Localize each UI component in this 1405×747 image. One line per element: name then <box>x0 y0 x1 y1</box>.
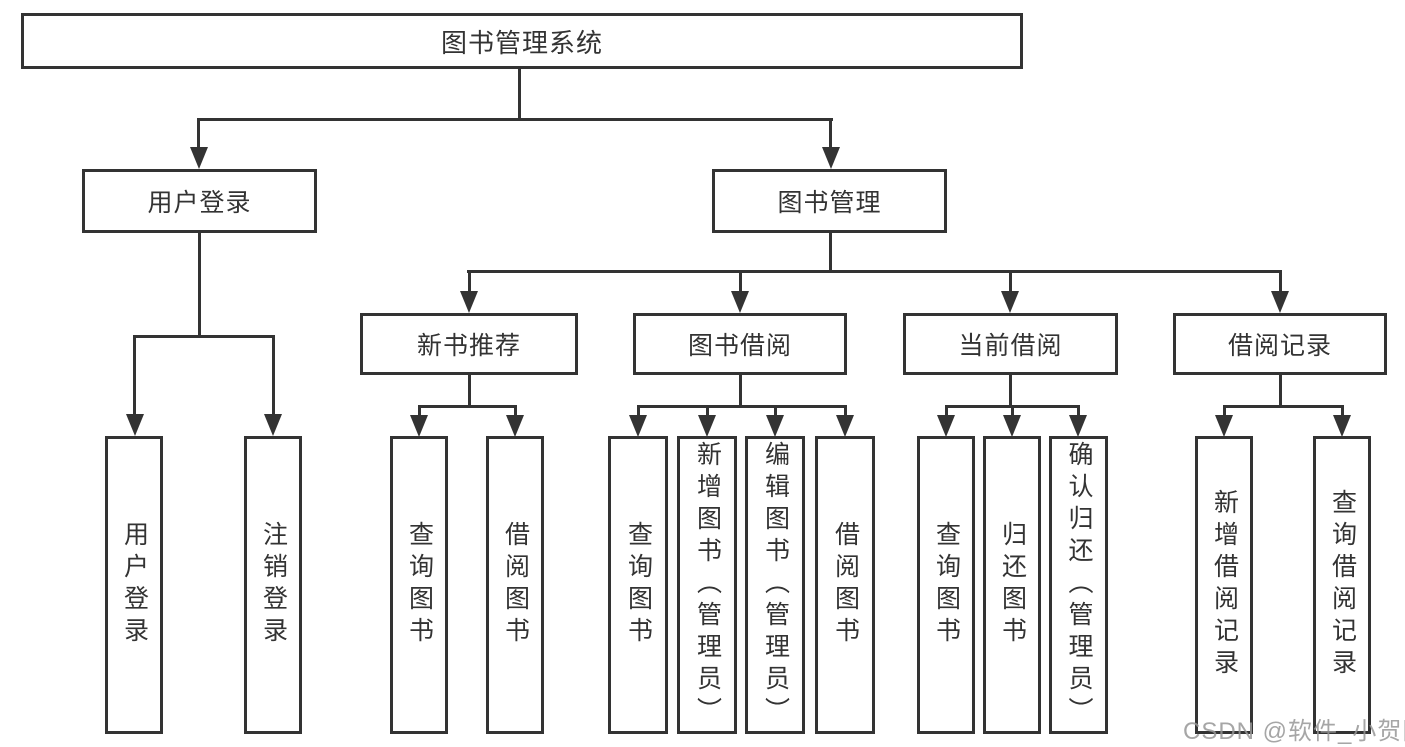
connector-bookmgmt-drop-1 <box>468 270 471 293</box>
arrow-down-icon <box>836 415 854 437</box>
node-borrowing-query-books: 查询图书 <box>608 436 668 734</box>
connector-current-drop-3 <box>1077 405 1080 417</box>
arrow-down-icon <box>1003 415 1021 437</box>
arrow-down-icon <box>1215 415 1233 437</box>
connector-bookmgmt-drop-2 <box>739 270 742 293</box>
node-logout-action: 注销登录 <box>244 436 302 734</box>
arrow-down-icon <box>731 291 749 313</box>
connector-records-stem <box>1279 375 1282 408</box>
connector-records-rail <box>1223 405 1344 408</box>
node-user-login-action: 用户登录 <box>105 436 163 734</box>
connector-borrowing-stem <box>739 375 742 408</box>
node-library-management-system: 图书管理系统 <box>21 13 1023 69</box>
connector-userlogin-drop-1 <box>133 335 136 415</box>
arrow-down-icon <box>264 414 282 436</box>
node-borrowing-records: 借阅记录 <box>1173 313 1387 375</box>
watermark-text: CSDN @软件_小贺同学 <box>1183 718 1405 745</box>
node-return-books: 归还图书 <box>983 436 1041 734</box>
connector-borrowing-drop-1 <box>637 405 640 417</box>
node-borrowing-borrow-books: 借阅图书 <box>815 436 875 734</box>
connector-borrowing-rail <box>637 405 846 408</box>
node-query-borrow-record: 查询借阅记录 <box>1313 436 1371 734</box>
connector-recommend-rail <box>418 405 517 408</box>
connector-recommend-drop-1 <box>418 405 421 417</box>
connector-userlogin-stem <box>198 233 201 337</box>
node-add-books-admin: 新增图书（管理员） <box>677 436 737 734</box>
connector-l1-drop-left <box>197 118 200 149</box>
arrow-down-icon <box>1001 291 1019 313</box>
node-edit-books-admin: 编辑图书（管理员） <box>745 436 805 734</box>
connector-bookmgmt-drop-4 <box>1279 270 1282 293</box>
connector-userlogin-rail <box>133 335 275 338</box>
arrow-down-icon <box>629 415 647 437</box>
connector-bookmgmt-stem <box>829 233 832 273</box>
connector-current-drop-1 <box>945 405 948 417</box>
connector-userlogin-drop-2 <box>272 335 275 415</box>
node-confirm-return-admin: 确认归还（管理员） <box>1049 436 1108 734</box>
arrow-down-icon <box>126 414 144 436</box>
arrow-down-icon <box>410 415 428 437</box>
arrow-down-icon <box>506 415 524 437</box>
connector-records-drop-2 <box>1341 405 1344 417</box>
node-recommend-query-books: 查询图书 <box>390 436 448 734</box>
arrow-down-icon <box>822 147 840 169</box>
node-new-book-recommend: 新书推荐 <box>360 313 578 375</box>
connector-recommend-stem <box>468 375 471 408</box>
arrow-down-icon <box>766 415 784 437</box>
node-current-query-books: 查询图书 <box>917 436 975 734</box>
connector-borrowing-drop-2 <box>706 405 709 417</box>
node-current-borrowing: 当前借阅 <box>903 313 1118 375</box>
connector-root-stem <box>518 68 521 121</box>
connector-bookmgmt-rail <box>467 270 1281 273</box>
arrow-down-icon <box>1333 415 1351 437</box>
arrow-down-icon <box>1271 291 1289 313</box>
connector-borrowing-drop-3 <box>774 405 777 417</box>
node-add-borrow-record: 新增借阅记录 <box>1195 436 1253 734</box>
connector-recommend-drop-2 <box>514 405 517 417</box>
connector-current-stem <box>1009 375 1012 408</box>
arrow-down-icon <box>698 415 716 437</box>
connector-current-drop-2 <box>1011 405 1014 417</box>
node-book-management: 图书管理 <box>712 169 947 233</box>
arrow-down-icon <box>1069 415 1087 437</box>
node-recommend-borrow-books: 借阅图书 <box>486 436 544 734</box>
arrow-down-icon <box>460 291 478 313</box>
connector-l1-rail <box>197 118 833 121</box>
connector-bookmgmt-drop-3 <box>1009 270 1012 293</box>
arrow-down-icon <box>190 147 208 169</box>
connector-borrowing-drop-4 <box>844 405 847 417</box>
arrow-down-icon <box>937 415 955 437</box>
connector-l1-drop-right <box>829 118 832 149</box>
node-user-login-group: 用户登录 <box>82 169 317 233</box>
connector-records-drop-1 <box>1223 405 1226 417</box>
node-book-borrowing: 图书借阅 <box>633 313 847 375</box>
